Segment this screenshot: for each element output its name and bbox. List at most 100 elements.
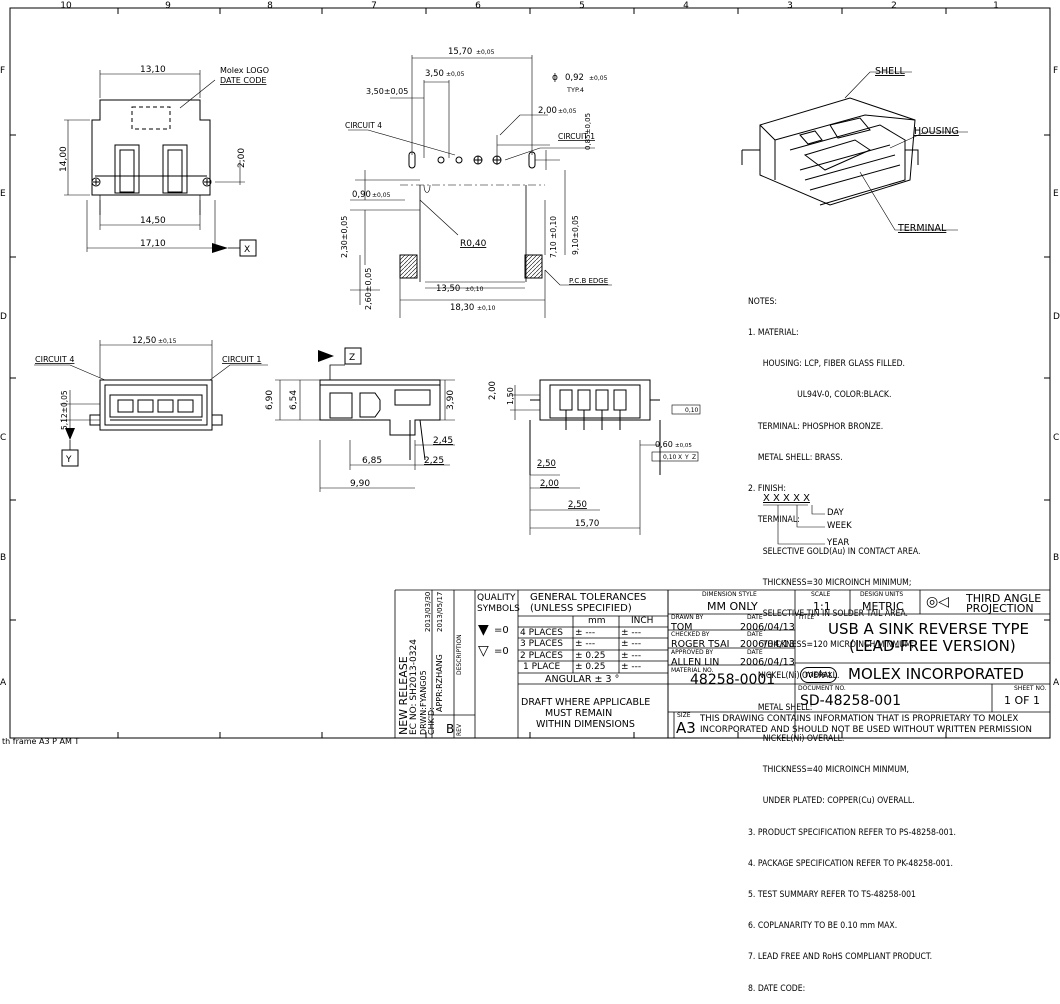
dim-rear-datum-z: Z [692,454,696,461]
rear-pin [613,389,627,411]
column-label: 3 [787,1,793,11]
date-code-diagram [763,504,825,545]
dim-fp-1350: 13,50 [436,284,460,294]
tol-col-inch: INCH [631,616,654,626]
projection-1: THIRD ANGLE [966,592,1042,605]
row-labels-right: F E D C B A [1053,66,1060,688]
proprietary-1: THIS DRAWING CONTAINS INFORMATION THAT I… [700,714,1019,724]
checked-date: 2006/04/13 [740,639,795,650]
scale-label: SCALE [811,591,831,598]
column-label: 10 [60,1,72,11]
note-line: METAL SHELL: BRASS. [748,452,843,463]
document-no-label: DOCUMENT NO. [798,685,846,692]
dim-fp-1830: 18,30 [450,303,474,313]
quality-title-1: QUALITY [477,593,516,603]
note-line: THICKNESS=120 MICROINCH MINMUM; [748,640,915,651]
row-label: D [0,312,7,322]
tol-row-inch: ± --- [621,628,642,638]
dim-fp-085: 0,85±0,05 [584,113,592,150]
checked-date-label: DATE [747,631,763,638]
date-code-week: WEEK [827,521,852,531]
note-line: 5. TEST SUMMARY REFER TO TS-48258-001 [748,889,916,900]
rev-date-2: 2013/05/17 [436,591,444,632]
column-label: 8 [267,1,273,11]
top-view-labels: 13,10 14,00 2,00 14,50 17,10 Molex LOGO … [59,65,269,255]
top-view [64,70,257,257]
tol-row-mm: ± --- [575,639,596,649]
column-label: 4 [683,1,689,11]
dim-tol: ±0,05 [372,192,391,199]
datum-y: Y [65,455,72,465]
size-label: SIZE [677,712,691,719]
datum-x: X [244,245,250,255]
sheet-border [9,7,1051,739]
frame-label: th frame A3 P AM T [2,737,79,745]
circuit-1-label: CIRCUIT 1 [558,132,595,141]
rev-date-1: 2013/03/30 [424,591,432,632]
sheet-no: 1 OF 1 [1004,694,1040,707]
circuit-1-label: CIRCUIT 1 [222,355,261,364]
shell-label: SHELL [875,66,905,77]
document-no: SD-48258-001 [800,693,902,709]
scale-value: 1:1 [813,600,831,613]
dim-tol: ±0,05 [558,108,577,115]
dim-rear-datum-y: Y [684,454,689,461]
dim-rear-datum-x: X [678,454,682,461]
dim-fp-230: 2,30±0,05 [340,216,349,258]
dim-style-label: DIMENSION STYLE [702,591,757,598]
note-line: NICKEL(Ni) OVERALL. [748,733,845,744]
dim-rear-150: 1,50 [506,387,515,405]
dim-side-654: 6,54 [289,390,299,410]
size-value: A3 [676,719,696,737]
dim-tol: ±0,05 [589,75,608,82]
approved-by-label: APPROVED BY [671,649,714,656]
dim-front-512: 5,12±0,05 [60,390,69,430]
row-label: A [1053,678,1060,688]
dim-tol: ±0,10 [465,286,484,293]
side-labels: 6,90 6,54 3,90 2,45 6,85 2,25 9,90 Z [265,353,456,489]
dim-rear-200: 2,00 [488,381,498,400]
tol-row-inch: ± --- [621,639,642,649]
rear-pin [559,389,573,411]
dim-tol: ±0,05 [675,443,692,449]
dim-fp-typ: TYP.4 [566,86,584,94]
approved-date-label: DATE [747,649,763,656]
note-line: NOTES: [748,296,777,307]
dim-fp-260: 2,60±0,05 [364,268,373,310]
datum-z: Z [349,353,355,363]
dim-fp-350a: 3,50 [425,69,444,79]
dim-fp-710: 7,10 ±0,10 [549,216,558,258]
column-label: 5 [579,1,585,11]
quality-title-2: SYMBOLS [477,604,520,614]
note-line: TERMINAL: [748,515,800,526]
molex-logo: molex [800,667,838,683]
row-labels-left: F E D C B A [0,66,7,688]
sheet-no-label: SHEET NO. [1014,685,1047,692]
dim-side-990: 9,90 [350,479,370,489]
approved-by: ALLEN LIN [671,657,720,668]
date-code-label: DATE CODE [220,76,266,85]
footprint-labels: 15,70 ±0,05 3,50 ±0,05 3,50±0,05 ϕ 0,92 … [340,47,608,313]
projection-icon: ◎◁ [926,594,949,610]
note-line: SELECTIVE GOLD(Au) IN CONTACT AREA. [748,546,921,557]
company-name: MOLEX INCORPORATED [848,665,1024,683]
tol-row-inch: ± --- [621,651,642,661]
title-block-lines [394,589,1050,738]
date-code-pattern: X X X X X [763,493,810,504]
tol-draft-1: DRAFT WHERE APPLICABLE [521,697,651,708]
row-label: F [0,66,5,76]
drawn-by-label: DRAWN BY [671,614,704,621]
tol-row-label: 4 PLACES [520,628,563,638]
date-code-year: YEAR [827,538,850,548]
tol-angular: ANGULAR ± 3 ° [545,674,620,685]
row-label: C [0,433,6,443]
column-label: 7 [371,1,377,11]
note-line: UNDER PLATED: COPPER(Cu) OVERALL. [748,796,915,807]
drawing-title-2: (LEAD-FREE VERSION) [849,637,1016,655]
rear-pin [595,389,609,411]
dim-fp-dia: 0,92 [565,73,584,83]
date-code-day: DAY [827,508,844,518]
column-label: 1 [993,1,999,11]
dim-fp-910: 9,10±0,05 [571,215,580,255]
